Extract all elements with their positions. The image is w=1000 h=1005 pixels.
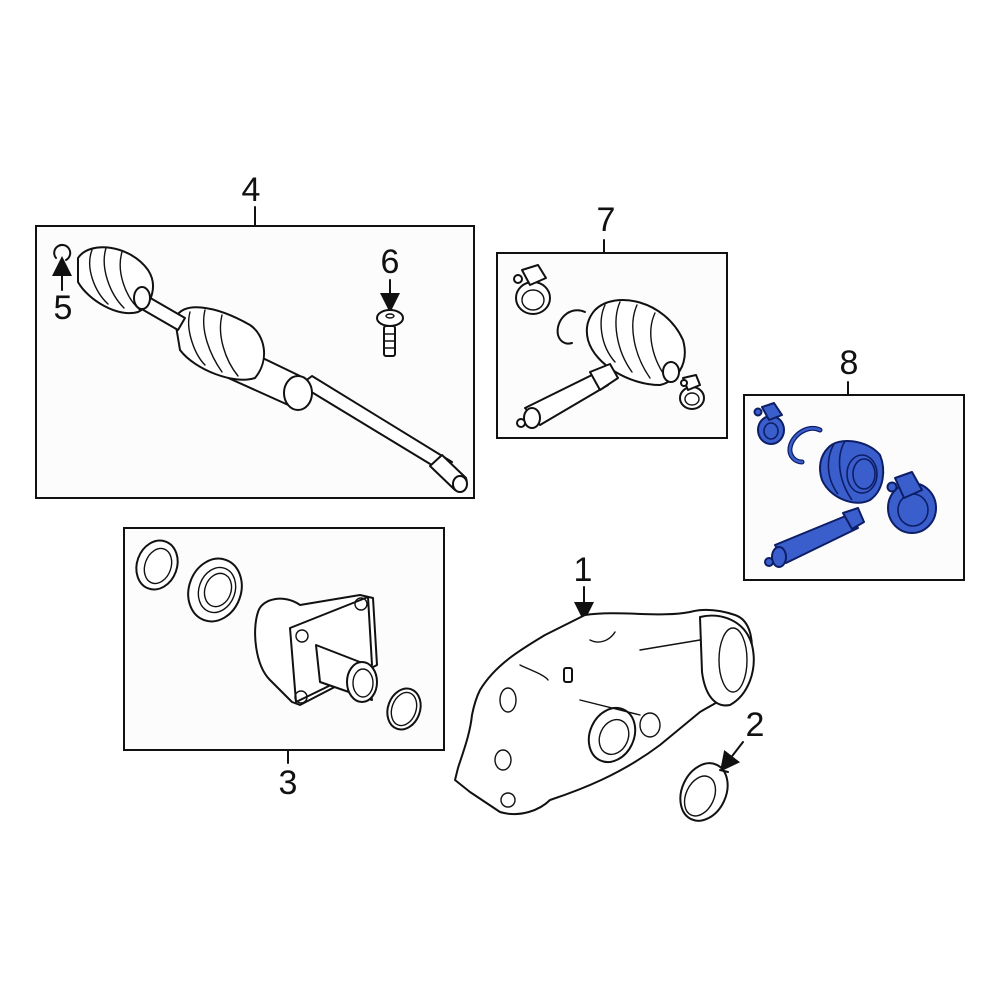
callout-5: 5	[53, 289, 73, 327]
clamp-large	[513, 264, 551, 315]
callout-2: 2	[745, 706, 765, 744]
axle-shaft-part-4	[77, 246, 468, 493]
clamp-large-blue	[753, 402, 785, 445]
group-3-flange-kit	[123, 527, 445, 764]
clamp-small	[679, 374, 705, 410]
clamp-small-blue	[886, 471, 937, 534]
bearing	[187, 557, 243, 623]
grease-tube-blue	[764, 507, 865, 568]
flange-housing	[254, 594, 378, 706]
callout-1: 1	[573, 551, 593, 589]
cv-boot	[585, 299, 686, 386]
retaining-ring	[556, 309, 586, 345]
grease-tube	[516, 363, 619, 429]
differential-housing-part-1	[454, 586, 755, 816]
group-4-axle-shaft	[35, 206, 475, 499]
callout-3: 3	[278, 764, 298, 802]
bolt-part-6	[376, 309, 404, 357]
seal-part-2	[679, 741, 744, 822]
arrow-2	[719, 741, 744, 772]
group-7-boot-kit	[496, 239, 728, 439]
callout-6: 6	[380, 243, 400, 281]
callout-4: 4	[241, 171, 261, 209]
callout-7: 7	[596, 201, 616, 239]
o-ring	[386, 687, 422, 731]
callout-8: 8	[839, 344, 859, 382]
seal-ring-small	[135, 539, 179, 591]
cv-boot-blue	[819, 440, 885, 504]
group-8-boot-kit-highlighted	[743, 381, 965, 581]
